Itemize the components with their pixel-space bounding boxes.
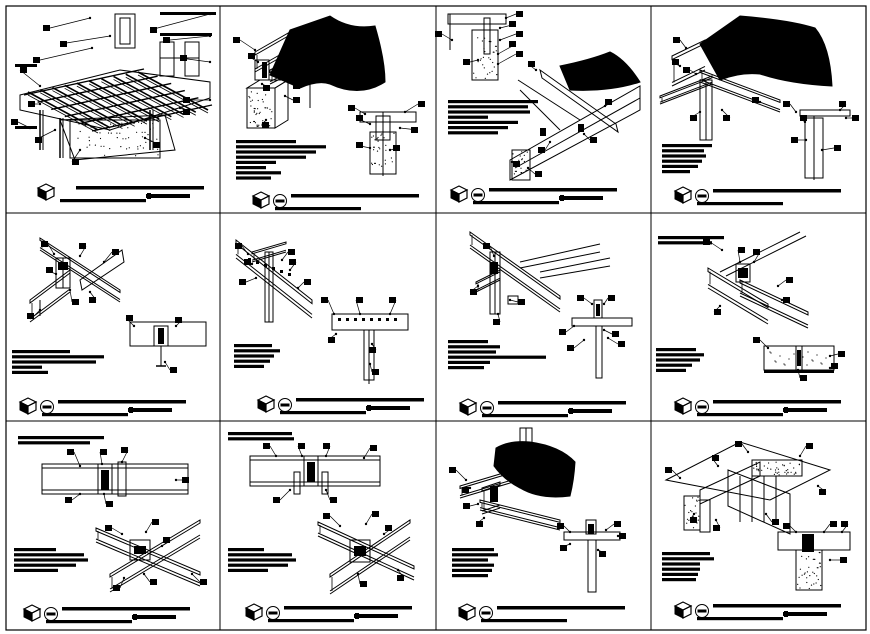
brand-wordmark <box>146 193 190 199</box>
cube-logo-icon <box>673 601 693 619</box>
detail-panel-9 <box>14 436 207 624</box>
cube-logo-icon <box>22 604 42 622</box>
cube-logo-icon <box>36 183 56 201</box>
detail-panel-1 <box>11 12 216 203</box>
detail-number-badge <box>266 606 280 620</box>
detail-number-badge <box>40 400 54 414</box>
brand-wordmark <box>132 614 176 620</box>
brand-wordmark <box>783 611 827 617</box>
detail-panel-12 <box>662 441 851 621</box>
cube-logo-icon <box>251 191 271 209</box>
cube-logo-icon <box>244 603 264 621</box>
cube-logo-icon <box>457 603 477 621</box>
detail-panel-3 <box>435 11 641 205</box>
detail-number-badge <box>695 604 709 618</box>
sheet-grid <box>5 5 867 631</box>
brand-wordmark <box>354 613 398 619</box>
detail-number-badge <box>471 188 485 202</box>
detail-number-badge <box>278 398 292 412</box>
cube-logo-icon <box>673 397 693 415</box>
cube-logo-icon <box>458 398 478 416</box>
detail-panel-4 <box>659 15 859 206</box>
detail-number-badge <box>695 189 709 203</box>
brand-wordmark <box>559 195 603 201</box>
detail-number-badge <box>44 607 58 621</box>
detail-number-badge <box>273 194 287 208</box>
detail-panel-5 <box>12 237 207 417</box>
cube-logo-icon <box>449 185 469 203</box>
brand-wordmark <box>366 405 410 411</box>
brand-wordmark <box>568 408 612 414</box>
brand-wordmark <box>783 407 827 413</box>
detail-panel-11 <box>449 427 626 623</box>
detail-panel-8 <box>656 231 845 417</box>
detail-number-badge <box>695 400 709 414</box>
cube-logo-icon <box>18 397 38 415</box>
cube-logo-icon <box>256 395 276 413</box>
cube-logo-icon <box>673 186 693 204</box>
detail-panel-6 <box>234 238 424 415</box>
detail-panel-2 <box>233 15 425 211</box>
detail-number-badge <box>479 606 493 620</box>
detail-panel-7 <box>448 231 633 418</box>
brand-wordmark <box>128 407 172 413</box>
detail-panel-10 <box>228 432 415 623</box>
detail-number-badge <box>480 401 494 415</box>
